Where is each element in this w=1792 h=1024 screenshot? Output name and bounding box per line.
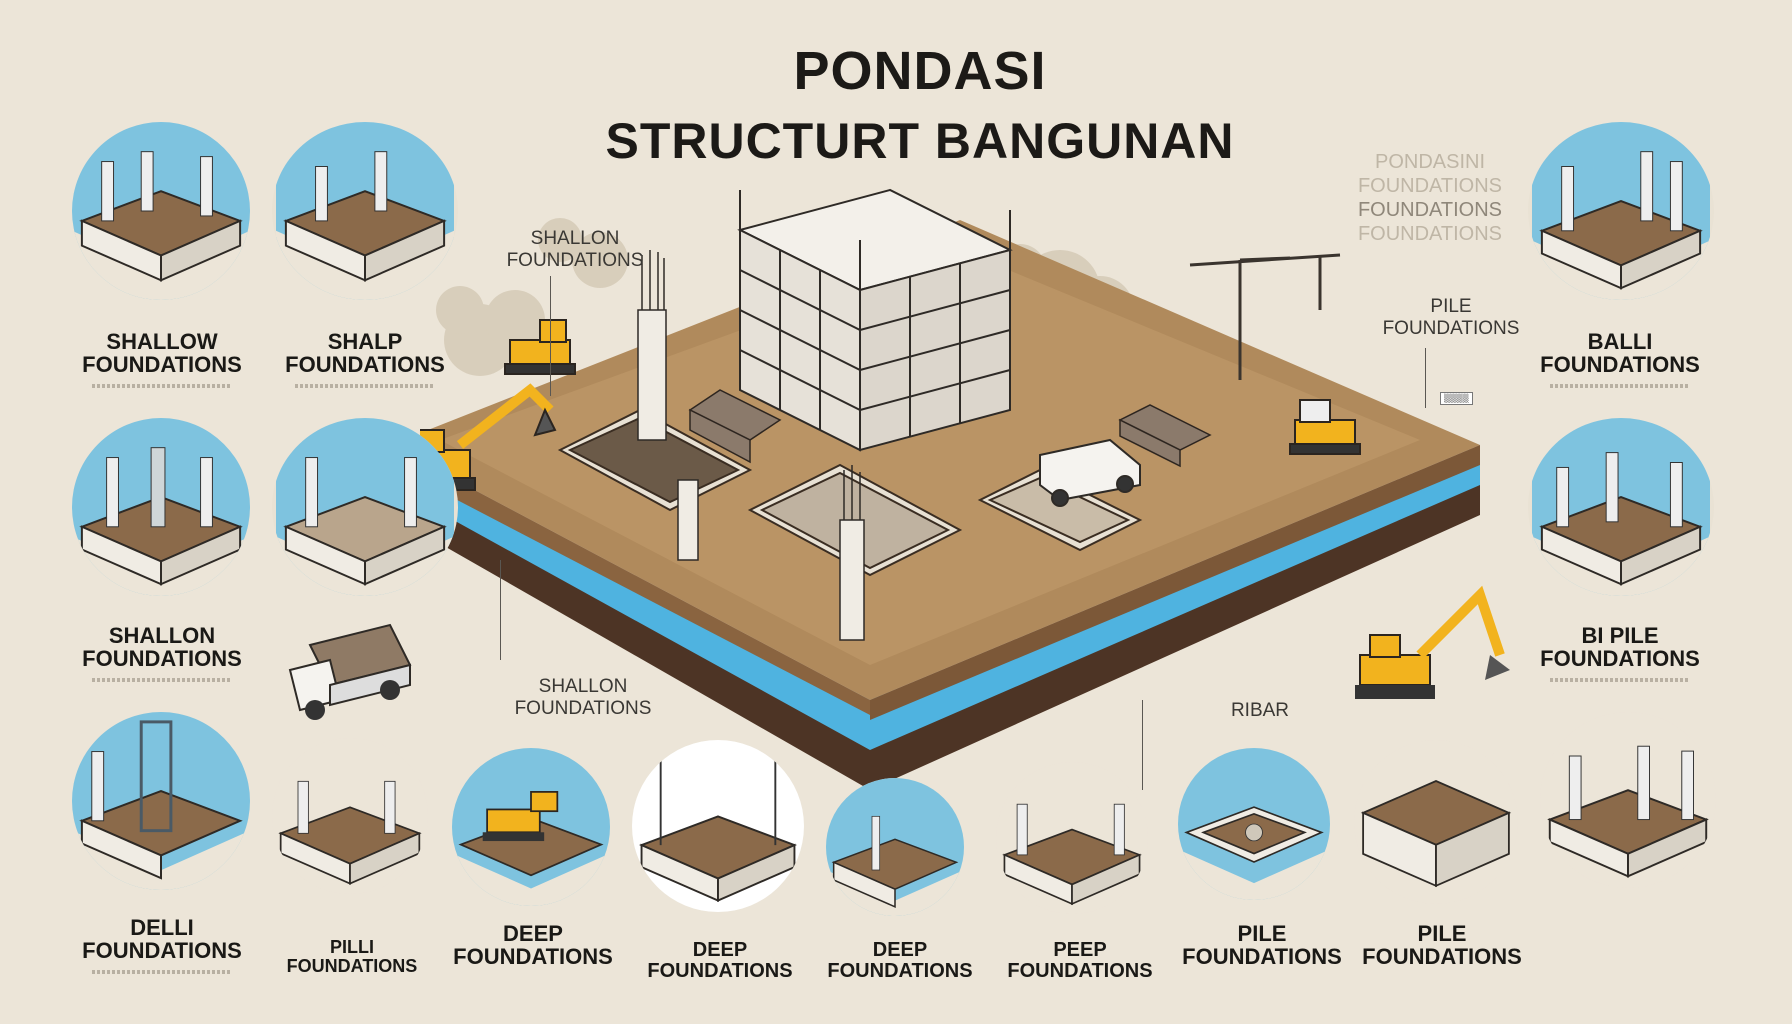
- vignette-shallow-1: [72, 122, 250, 300]
- callout-line: FOUNDATIONS: [506, 249, 644, 271]
- vignette-right-1: [1528, 122, 1714, 300]
- callout-line: PILE: [1430, 296, 1472, 317]
- caption-bottom-6: PILE FOUNDATIONS: [1172, 922, 1352, 968]
- caption-line-1: DEEP: [692, 939, 748, 961]
- callout-line: FOUNDATIONS: [514, 697, 652, 719]
- caption-right-2: BI PILE FOUNDATIONS: [1520, 623, 1720, 683]
- caption-line-1: PILE: [1417, 921, 1467, 946]
- caption-left-3: DELLI FOUNDATIONS: [62, 915, 262, 975]
- column-icon: [637, 250, 865, 641]
- caption-underline: [1550, 384, 1690, 389]
- building-frame: [737, 188, 1013, 452]
- callout-shallow-top: SHALLON FOUNDATIONS: [480, 228, 670, 272]
- caption-line-1: DEEP: [503, 921, 563, 946]
- bg-note-line: FOUNDATIONS: [1357, 199, 1503, 221]
- central-construction-site: [420, 188, 1480, 790]
- caption-line-1: SHALLON: [108, 623, 216, 648]
- vignette-bottom-5: [826, 778, 964, 916]
- callout-pile-top: PILE FOUNDATIONS: [1366, 296, 1536, 340]
- caption-line-2: FOUNDATIONS: [82, 646, 242, 672]
- callout-shallow-bottom: SHALLON FOUNDATIONS: [488, 676, 678, 720]
- vignette-bottom-6: [996, 762, 1148, 914]
- caption-line-1: SHALLOW: [106, 329, 218, 354]
- caption-underline: [92, 678, 232, 683]
- caption-line-2: FOUNDATIONS: [647, 960, 793, 982]
- dump-truck-icon: [288, 623, 412, 720]
- vignette-bottom-4: [632, 740, 804, 912]
- caption-second-top: SHALP FOUNDATIONS: [265, 329, 465, 389]
- caption-bottom-7: PILE FOUNDATIONS: [1352, 922, 1532, 968]
- caption-bottom-1: PILLI FOUNDATIONS: [262, 938, 442, 976]
- caption-bottom-5: PEEP FOUNDATIONS: [990, 940, 1170, 982]
- caption-line-2: FOUNDATIONS: [1182, 944, 1342, 970]
- callout-line: SHALLON: [538, 676, 628, 697]
- vignette-bottom-9: [1540, 712, 1716, 888]
- bg-note-line: PONDASINI: [1374, 151, 1486, 173]
- vignette-shallow-4: [272, 418, 458, 596]
- caption-line-2: FOUNDATIONS: [1540, 352, 1700, 378]
- excavator-icon: [1355, 585, 1510, 699]
- vignette-right-2: [1528, 418, 1714, 596]
- caption-line-2: FOUNDATIONS: [82, 938, 242, 964]
- leader-line: [1425, 348, 1426, 408]
- vignette-bottom-7: [1178, 748, 1330, 900]
- caption-left-2: SHALLON FOUNDATIONS: [62, 623, 262, 683]
- title-line-1: PONDASI: [793, 41, 1047, 101]
- caption-bottom-4: DEEP FOUNDATIONS: [810, 940, 990, 982]
- vignette-bottom-3: [452, 748, 610, 906]
- caption-line-1: DEEP: [872, 939, 928, 961]
- crane-icon: [1189, 253, 1341, 380]
- caption-line-2: FOUNDATIONS: [827, 960, 973, 982]
- caption-bottom-2: DEEP FOUNDATIONS: [438, 922, 628, 968]
- vignette-bottom-1: [72, 712, 250, 890]
- vignette-bottom-2: [272, 738, 428, 894]
- caption-underline: [92, 384, 232, 389]
- bg-note-line: FOUNDATIONS: [1357, 223, 1503, 245]
- caption-line-2: FOUNDATIONS: [286, 955, 418, 976]
- label-tag: ▒▒▒▒: [1440, 392, 1473, 405]
- caption-right-1: BALLI FOUNDATIONS: [1520, 329, 1720, 389]
- caption-left-1: SHALLOW FOUNDATIONS: [62, 329, 262, 389]
- bg-note-line: FOUNDATIONS: [1357, 175, 1503, 197]
- caption-underline: [92, 970, 232, 975]
- caption-line-1: PILLI: [330, 937, 374, 957]
- caption-bottom-3: DEEP FOUNDATIONS: [630, 940, 810, 982]
- vignette-shallow-2: [272, 122, 458, 300]
- caption-line-2: FOUNDATIONS: [285, 352, 445, 378]
- van-icon: [1039, 438, 1141, 507]
- leader-line: [500, 560, 501, 660]
- rebar-mesh-icon: [688, 389, 1212, 468]
- caption-line-1: PEEP: [1053, 939, 1107, 961]
- caption-line-1: DELLI: [130, 915, 194, 940]
- caption-line-2: FOUNDATIONS: [453, 944, 613, 970]
- caption-underline: [295, 384, 435, 389]
- callout-line: FOUNDATIONS: [1382, 317, 1520, 339]
- callout-ribar: RIBAR: [1230, 700, 1290, 721]
- caption-line-2: FOUNDATIONS: [1007, 960, 1153, 982]
- vignette-bottom-8: [1354, 740, 1518, 904]
- caption-line-1: PILE: [1237, 921, 1287, 946]
- leader-line: [1142, 700, 1143, 790]
- caption-line-2: FOUNDATIONS: [1540, 646, 1700, 672]
- callout-line: SHALLON: [530, 228, 620, 249]
- caption-line-2: FOUNDATIONS: [1362, 944, 1522, 970]
- title-line-2: STRUCTURT BANGUNAN: [605, 113, 1235, 169]
- caption-line-1: SHALP: [327, 329, 403, 354]
- caption-line-2: FOUNDATIONS: [82, 352, 242, 378]
- caption-underline: [1550, 678, 1690, 683]
- leader-line: [550, 276, 551, 396]
- vignette-shallow-3: [72, 418, 250, 596]
- background-note-top-right: PONDASINI FOUNDATIONS FOUNDATIONS FOUNDA…: [1340, 150, 1520, 246]
- caption-line-1: BI PILE: [1581, 623, 1659, 648]
- caption-line-1: BALLI: [1587, 329, 1653, 354]
